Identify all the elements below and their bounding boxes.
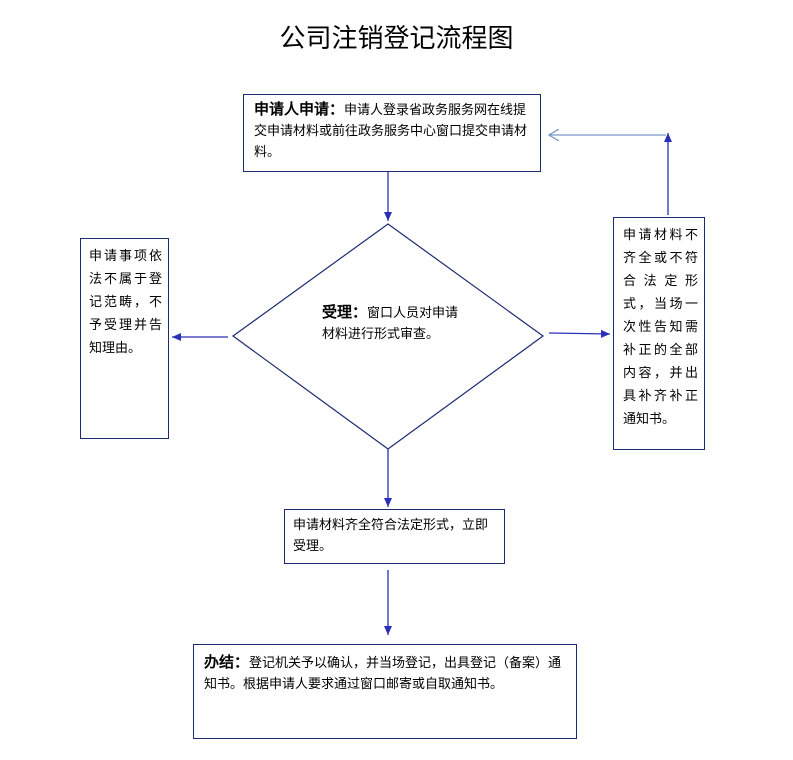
reject-box: 申请事项依法不属于登记范畴，不予受理并告知理由。: [80, 238, 169, 439]
complete-label: 办结：: [204, 653, 250, 671]
arrow-accept-to-supplement: [548, 329, 611, 338]
accept-text-block: 受理：窗口人员对申请材料进行形式审查。: [322, 302, 462, 345]
complete-text: 登记机关予以确认，并当场登记，出具登记（备案）通知书。根据申请人要求通过窗口邮寄…: [204, 656, 562, 692]
page-title: 公司注销登记流程图: [279, 24, 514, 54]
supplement-text: 申请材料不齐全或不符合法定形式，当场一次性告知需补正的全部内容，并出具补齐补正通…: [623, 228, 698, 427]
apply-text: 申请人登录省政务服务网在线提交申请材料或前往政务服务中心窗口提交申请材料。: [254, 103, 528, 160]
reject-text: 申请事项依法不属于登记范畴，不予受理并告知理由。: [89, 249, 162, 356]
accept-label: 受理：: [322, 303, 368, 321]
supplement-box: 申请材料不齐全或不符合法定形式，当场一次性告知需补正的全部内容，并出具补齐补正通…: [613, 217, 705, 450]
accepted-text: 申请材料齐全符合法定形式，立即受理。: [293, 518, 489, 554]
accept-text: 窗口人员对申请材料进行形式审查。: [322, 306, 459, 342]
complete-box: 办结：登记机关予以确认，并当场登记，出具登记（备案）通知书。根据申请人要求通过窗…: [193, 644, 577, 739]
apply-box: 申请人申请：申请人登录省政务服务网在线提交申请材料或前往政务服务中心窗口提交申请…: [243, 94, 541, 172]
apply-label: 申请人申请：: [254, 100, 345, 118]
accepted-box: 申请材料齐全符合法定形式，立即受理。: [284, 509, 505, 564]
